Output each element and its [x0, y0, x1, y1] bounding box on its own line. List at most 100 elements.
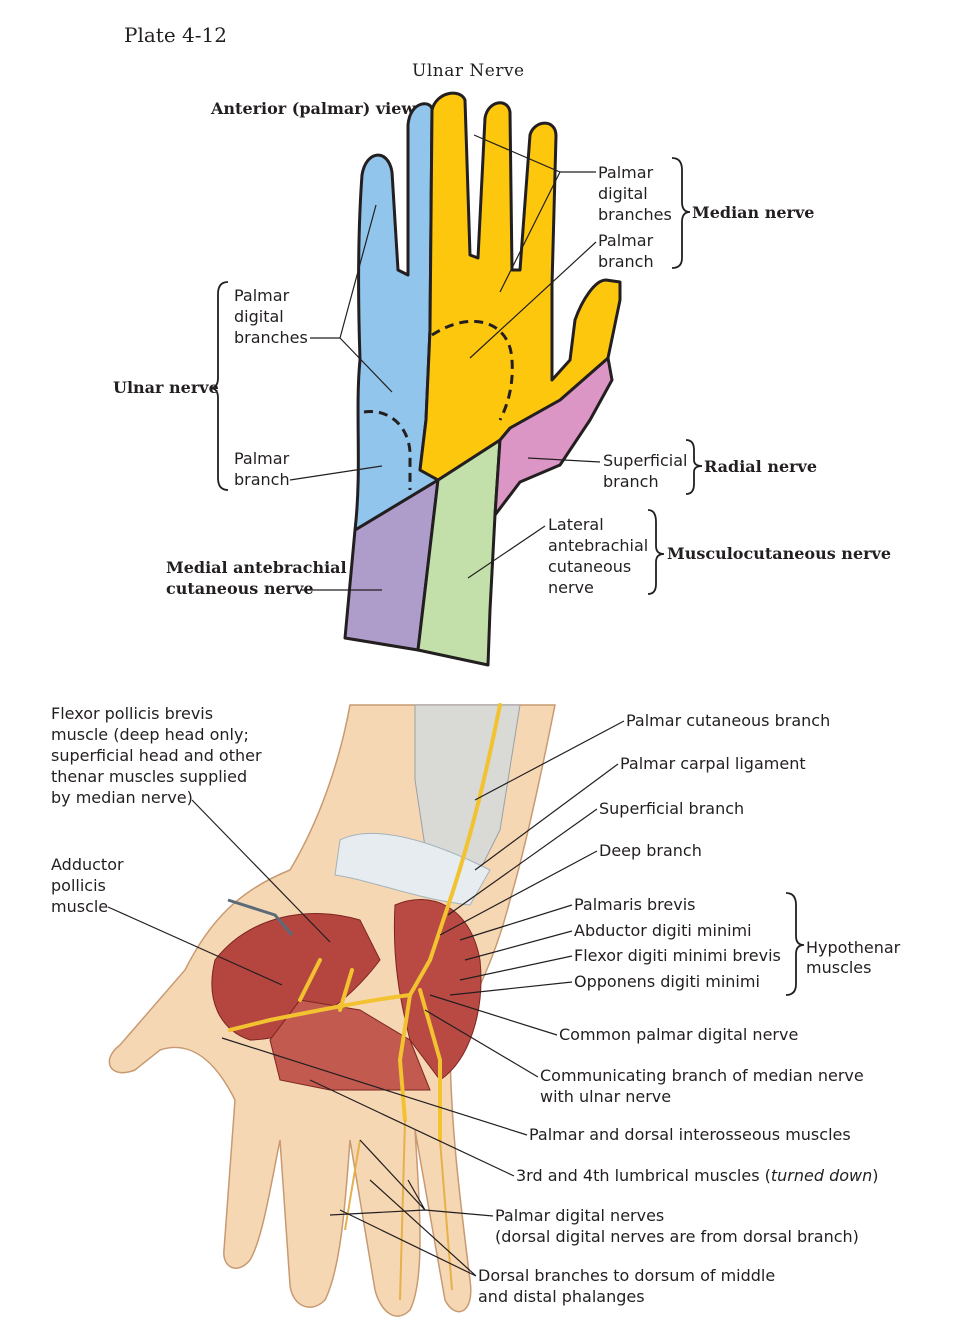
flexor-pollicis-line-2: muscle (deep head only; — [51, 725, 249, 744]
lumbrical-label: 3rd and 4th lumbrical muscles (turned do… — [516, 1166, 879, 1185]
radial-superficial-line-2: branch — [603, 472, 659, 491]
median-palmar-leader — [469, 241, 597, 359]
deep-branch-leader — [439, 850, 598, 936]
communicating-branch-line-2: with ulnar nerve — [540, 1087, 671, 1106]
hypothenar-line-2: muscles — [806, 958, 871, 977]
bottom-left-labels: Flexor pollicis brevis muscle (deep head… — [51, 704, 331, 986]
median-labels: Palmar digital branches Palmar branch Me… — [469, 134, 814, 359]
dorsal-branches-line-2: and distal phalanges — [478, 1287, 645, 1306]
median-digital-line-1: Palmar — [598, 163, 654, 182]
median-digital-line-3: branches — [598, 205, 672, 224]
flexor-pollicis-line-1: Flexor pollicis brevis — [51, 704, 213, 723]
flexor-digiti-leader — [459, 955, 573, 981]
ulnar-digital-line-3: branches — [234, 328, 308, 347]
musculocutaneous-nerve-label: Musculocutaneous nerve — [667, 544, 891, 563]
lumbrical-leader — [309, 1079, 515, 1177]
adductor-pollicis-line-1: Adductor — [51, 855, 124, 874]
median-brace — [671, 157, 691, 269]
median-palmar-line-1: Palmar — [598, 231, 654, 250]
ulnar-digital-leader — [310, 204, 393, 393]
medial-antebrachial-line-2: cutaneous nerve — [166, 579, 314, 598]
superficial-branch-leader — [447, 808, 598, 916]
bottom-right-labels: Palmar cutaneous branch Palmar carpal li… — [221, 711, 901, 1306]
radial-labels: Superficial branch Radial nerve — [527, 439, 817, 495]
palmar-digital-nerves-leader — [329, 1139, 494, 1217]
median-palmar-branch-zone — [431, 319, 514, 421]
ulnar-palmar-branch-zone — [363, 410, 412, 490]
median-digital-leader — [473, 134, 596, 293]
musculocutaneous-brace — [647, 509, 665, 595]
radial-superficial-line-1: Superficial — [603, 451, 687, 470]
palmar-carpal-ligament-label: Palmar carpal ligament — [620, 754, 806, 773]
dorsal-branches-line-1: Dorsal branches to dorsum of middle — [478, 1266, 775, 1285]
lumbrical-close-text: ) — [872, 1166, 878, 1185]
common-palmar-digital-leader — [429, 994, 558, 1036]
median-digital-line-2: digital — [598, 184, 648, 203]
ulnar-palmar-line-2: branch — [234, 470, 290, 489]
abductor-digiti-minimi-label: Abductor digiti minimi — [574, 921, 752, 940]
ulnar-palmar-line-1: Palmar — [234, 449, 290, 468]
dorsal-branches-leader — [339, 1179, 477, 1277]
radial-nerve-label: Radial nerve — [704, 457, 817, 476]
ulnar-region — [353, 102, 440, 532]
flexor-pollicis-line-5: by median nerve) — [51, 788, 193, 807]
median-nerve-label: Median nerve — [692, 203, 814, 222]
anatomical-hand — [108, 703, 556, 1317]
common-palmar-digital-label: Common palmar digital nerve — [559, 1025, 798, 1044]
lumbrical-text: 3rd and 4th lumbrical muscles ( — [516, 1166, 771, 1185]
musculocutaneous-labels: Lateral antebrachial cutaneous nerve Mus… — [467, 509, 891, 597]
opponens-digiti-minimi-label: Opponens digiti minimi — [574, 972, 760, 991]
ulnar-labels: Palmar digital branches Ulnar nerve Palm… — [113, 204, 393, 491]
view-title: Anterior (palmar) view — [210, 99, 416, 118]
flexor-pollicis-line-4: thenar muscles supplied — [51, 767, 247, 786]
lateral-antebrachial-line-2: antebrachial — [548, 536, 648, 555]
median-palmar-line-2: branch — [598, 252, 654, 271]
ulnar-palmar-leader — [289, 465, 383, 481]
median-region — [418, 91, 622, 482]
palmar-digital-nerves-line-2: (dorsal digital nerves are from dorsal b… — [495, 1227, 859, 1246]
interosseous-leader — [221, 1037, 528, 1136]
abductor-leader — [464, 930, 573, 961]
flexor-pollicis-leader — [191, 799, 331, 943]
dermatome-hand — [343, 91, 622, 667]
interosseous-muscles — [269, 999, 431, 1091]
radial-leader — [527, 457, 601, 463]
flexor-digiti-minimi-label: Flexor digiti minimi brevis — [574, 946, 781, 965]
palmar-carpal-leader — [474, 763, 619, 871]
ulnar-nerve-label: Ulnar nerve — [113, 378, 219, 397]
communicating-branch-leader — [424, 1009, 539, 1078]
adductor-pollicis-line-2: pollicis — [51, 876, 106, 895]
flexor-pollicis-line-3: superficial head and other — [51, 746, 262, 765]
adductor-pollicis-line-3: muscle — [51, 897, 108, 916]
medial-antebrachial-labels: Medial antebrachial cutaneous nerve — [166, 558, 382, 598]
ulnar-nerve-branches — [228, 703, 502, 1142]
lateral-antebrachial-line-4: nerve — [548, 578, 594, 597]
retractor-hook — [227, 898, 294, 936]
lateral-antebrachial-line-3: cutaneous — [548, 557, 631, 576]
palmaris-brevis-leader — [459, 904, 573, 941]
musculocutaneous-leader — [467, 525, 546, 579]
superficial-branch-label: Superficial branch — [599, 799, 744, 818]
interosseous-label: Palmar and dorsal interosseous muscles — [529, 1125, 851, 1144]
palmar-digital-nerves-line-1: Palmar digital nerves — [495, 1206, 664, 1225]
lumbrical-italic-text: turned down — [771, 1166, 872, 1185]
ulnar-digital-line-2: digital — [234, 307, 284, 326]
deep-branch-label: Deep branch — [599, 841, 702, 860]
palmar-carpal-ligament — [334, 832, 491, 906]
plate-number: Plate 4-12 — [124, 23, 227, 47]
ulnar-brace — [209, 281, 229, 491]
adductor-pollicis-leader — [107, 906, 283, 986]
palmar-cutaneous-leader — [474, 720, 625, 801]
communicating-branch-line-1: Communicating branch of median nerve — [540, 1066, 864, 1085]
medial-antebrachial-line-1: Medial antebrachial — [166, 558, 347, 577]
palmar-cutaneous-branch-label: Palmar cutaneous branch — [626, 711, 830, 730]
opponens-leader — [449, 981, 573, 996]
section-heading: Ulnar Nerve — [412, 61, 525, 81]
lateral-antebrachial-line-1: Lateral — [548, 515, 604, 534]
ulnar-digital-line-1: Palmar — [234, 286, 290, 305]
hypothenar-brace — [785, 892, 805, 996]
hypothenar-line-1: Hypothenar — [806, 938, 901, 957]
radial-brace — [685, 439, 703, 495]
palmaris-brevis-label: Palmaris brevis — [574, 895, 696, 914]
